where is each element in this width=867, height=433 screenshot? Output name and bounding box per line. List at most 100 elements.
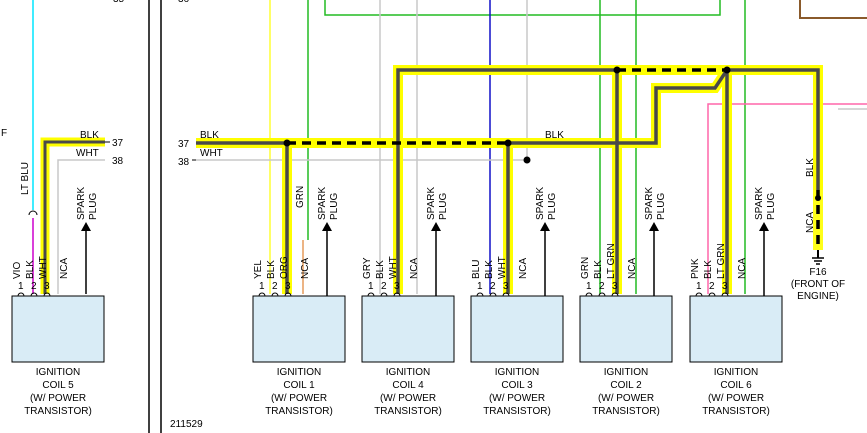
coil-name-line: (W/ POWER [708,393,764,404]
wire-color-label: YEL [253,260,264,279]
coil5-blk-wire [43,140,105,294]
figure-id: 211529 [170,419,203,430]
left-pin-37: 37 [112,138,124,149]
wire-color-label: NCA [59,258,70,279]
spark-plug-label: SPARK [644,187,655,220]
pin-contact [17,292,25,297]
pin-contact [367,292,375,297]
pin-contact [721,292,729,297]
coil-name-line: IGNITION [495,367,539,378]
spark-plug-label: SPARK [426,187,437,220]
spark-plug-arrow [649,222,659,231]
coil5-wht-wire [57,159,105,294]
left-blk-label: BLK [80,130,99,141]
coil-name-line: IGNITION [36,367,80,378]
pin-number: 1 [18,281,24,292]
wire-color-label: NCA [409,258,420,279]
coil-name-line: COIL 4 [392,380,424,391]
ground-id: F16 [809,267,827,278]
coil-name-line: TRANSISTOR) [483,406,551,417]
coil-name-line: (W/ POWER [489,393,545,404]
blk-harness-wire [196,68,820,294]
coil-name-line: COIL 3 [501,380,533,391]
spark-plug-label: PLUG [656,193,667,220]
right-blk-left-label: BLK [200,130,219,141]
pin-number: 3 [394,281,400,292]
pin-contact [476,292,484,297]
wire-color-label: LT GRN [606,243,617,279]
coil-name-line: COIL 5 [42,380,74,391]
pin-number: 2 [381,281,387,292]
right-blk-mid-label: BLK [545,130,564,141]
pin-number: 3 [44,281,50,292]
coil-name-line: (W/ POWER [380,393,436,404]
ground-location-1: (FRONT OF [791,279,845,290]
pin-contact [708,292,716,297]
pin-contact [30,292,38,297]
coil-name-line: COIL 6 [720,380,752,391]
wire-color-label: VIO [12,262,23,279]
pin-contact [598,292,606,297]
pin-contact [284,292,292,297]
coil-name-line: TRANSISTOR) [24,406,92,417]
pin-contact [502,292,510,297]
wire-color-label: PNK [690,258,701,279]
pin-number: 3 [285,281,291,292]
coil-name-line: (W/ POWER [30,393,86,404]
lt-blu-label: LT BLU [20,162,31,195]
coil-box [11,295,105,363]
coil-name-line: (W/ POWER [271,393,327,404]
pin-number: 3 [503,281,509,292]
coil-name-line: TRANSISTOR) [374,406,442,417]
left-top-number: 35 [113,0,125,5]
coil5-spark-arrow [81,222,91,231]
wire-color-label: GRY [362,257,373,279]
spark-plug-arrow [322,222,332,231]
pin-number: 3 [612,281,618,292]
coil-name-line: IGNITION [714,367,758,378]
spark-plug-arrow [540,222,550,231]
spark-plug-label: PLUG [438,193,449,220]
splice-dot-ground [815,195,821,201]
wire-color-label: NCA [300,258,311,279]
splice-dot-wht [523,156,531,164]
wire-color-label: NCA [627,258,638,279]
pin-number: 3 [722,281,728,292]
pin-number: 1 [477,281,483,292]
spark-plug-label: SPARK [754,187,765,220]
coil-box [252,295,346,363]
ground-nca-label: NCA [805,212,816,233]
right-top-number: 36 [178,0,190,5]
wire-color-label: BLU [471,260,482,279]
wire-color-label: GRN [580,257,591,279]
wire-color-label: BLK [703,260,714,279]
coil5-spark-label-1: SPARK [76,187,87,220]
wire-color-label: BLK [266,260,277,279]
wire-color-label: WHT [497,256,508,279]
right-wht-left-label: WHT [200,148,223,159]
wire-color-label: BLK [25,260,36,279]
left-pin-38: 38 [112,156,124,167]
pin-contact [380,292,388,297]
wire-color-label: NCA [518,258,529,279]
pin-number: 1 [368,281,374,292]
left-wht-label: WHT [76,148,99,159]
coil-box [689,295,783,363]
coil-box [470,295,564,363]
wire-color-label: WHT [38,256,49,279]
pin-contact [393,292,401,297]
pin-number: 2 [490,281,496,292]
wire-color-label: BLK [375,260,386,279]
spark-plug-label: SPARK [535,187,546,220]
ground-location-2: ENGINE) [797,291,839,302]
connector-bracket [28,210,38,216]
pin-number: 1 [696,281,702,292]
pin-contact [43,292,51,297]
spark-plug-label: PLUG [766,193,777,220]
connector-box-edge [799,0,867,19]
coil-name-line: TRANSISTOR) [592,406,660,417]
wire-color-label: WHT [388,256,399,279]
wire-color-label: BLK [484,260,495,279]
wire-color-label: NCA [737,258,748,279]
pin-number: 1 [259,281,265,292]
